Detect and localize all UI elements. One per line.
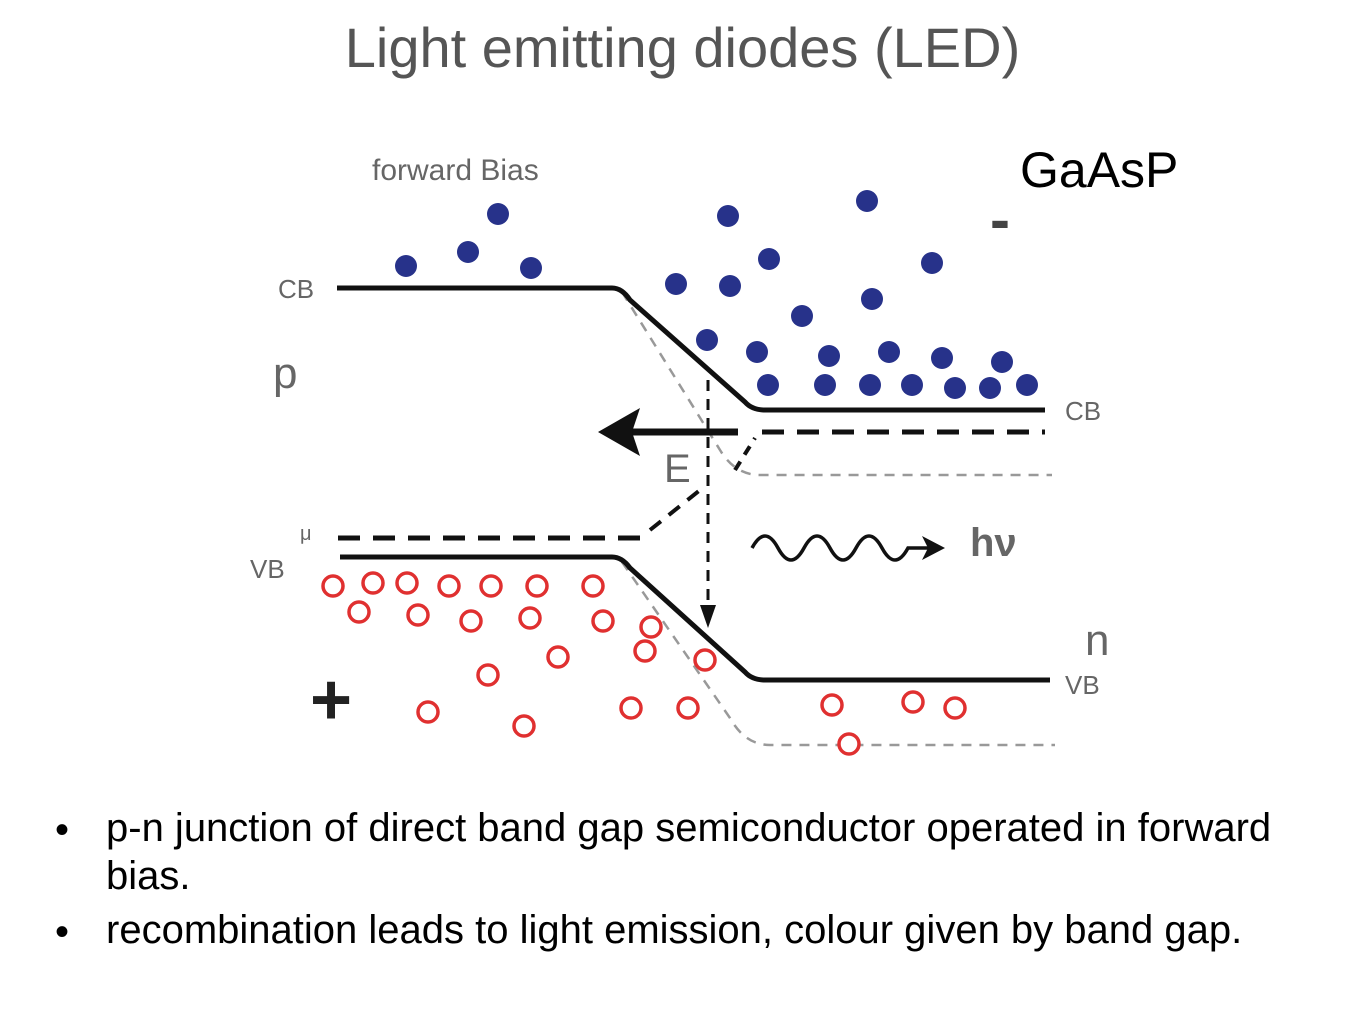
hole-circle bbox=[459, 609, 483, 633]
plus-sign: + bbox=[310, 660, 352, 740]
hole-circle bbox=[639, 615, 663, 639]
hole-circle bbox=[518, 606, 542, 630]
recombination-arrow bbox=[700, 380, 716, 628]
electron-dot bbox=[457, 241, 479, 263]
slide-title: Light emitting diodes (LED) bbox=[344, 16, 1021, 79]
electron-dot bbox=[921, 252, 943, 274]
quasi-fermi-levels bbox=[338, 429, 1045, 541]
electron-dot bbox=[717, 205, 739, 227]
hole-circle bbox=[476, 663, 500, 687]
hole-circle bbox=[395, 571, 419, 595]
bullet-dot: • bbox=[55, 808, 70, 852]
vb-right-label: VB bbox=[1065, 670, 1100, 700]
field-arrow bbox=[598, 408, 738, 456]
hole-circle bbox=[676, 696, 700, 720]
hole-circle bbox=[693, 648, 717, 672]
hole-circle bbox=[437, 574, 461, 598]
hole-circle bbox=[512, 714, 536, 738]
electron-dot bbox=[791, 305, 813, 327]
electron-dot bbox=[979, 377, 1001, 399]
bullet-dot: • bbox=[55, 910, 70, 954]
hole-circle bbox=[943, 696, 967, 720]
cb-right-label: CB bbox=[1065, 396, 1101, 426]
hole-circle bbox=[837, 732, 861, 756]
hole-circle bbox=[347, 600, 371, 624]
hole-circle bbox=[820, 693, 844, 717]
hole-circle bbox=[525, 574, 549, 598]
conduction-band-line bbox=[337, 285, 1045, 413]
bullet-item: • p-n junction of direct band gap semicon… bbox=[55, 804, 1345, 900]
electrons bbox=[395, 190, 1038, 399]
p-region-label: p bbox=[273, 349, 297, 398]
hole-circle bbox=[581, 574, 605, 598]
hole-circle bbox=[619, 696, 643, 720]
hole-circle bbox=[546, 645, 570, 669]
electron-dot bbox=[758, 248, 780, 270]
electron-dot bbox=[818, 345, 840, 367]
holes bbox=[321, 571, 967, 756]
equilibrium-guides bbox=[620, 291, 1055, 747]
electron-dot bbox=[814, 374, 836, 396]
bullet-text: recombination leads to light emission, c… bbox=[106, 908, 1243, 952]
electron-dot bbox=[861, 288, 883, 310]
cb-left-label: CB bbox=[278, 274, 314, 304]
forward-bias-label: forward Bias bbox=[372, 154, 539, 187]
electron-dot bbox=[856, 190, 878, 212]
electron-dot bbox=[878, 341, 900, 363]
fermi-link-dash bbox=[648, 488, 702, 532]
electron-dot bbox=[719, 275, 741, 297]
material-label: GaAsP bbox=[1020, 142, 1179, 198]
hole-circle bbox=[591, 609, 615, 633]
electron-dot bbox=[1016, 374, 1038, 396]
electron-dot bbox=[757, 374, 779, 396]
cb-equilibrium-guide bbox=[620, 291, 1052, 477]
electron-dot bbox=[991, 351, 1013, 373]
hole-circle bbox=[633, 639, 657, 663]
electron-dot bbox=[901, 374, 923, 396]
electron-dot bbox=[487, 203, 509, 225]
vb-equilibrium-guide bbox=[620, 561, 1055, 747]
electron-dot bbox=[520, 257, 542, 279]
minus-sign: - bbox=[990, 186, 1010, 253]
hole-circle bbox=[406, 603, 430, 627]
valence-band-line bbox=[340, 554, 1050, 683]
mu-label: μ bbox=[300, 523, 312, 545]
field-e-label: E bbox=[664, 447, 691, 491]
photon-arrow bbox=[750, 534, 945, 562]
electron-dot bbox=[746, 341, 768, 363]
hole-circle bbox=[321, 574, 345, 598]
bullet-list: • p-n junction of direct band gap semicon… bbox=[55, 804, 1345, 960]
bullet-text: p-n junction of direct band gap semicond… bbox=[106, 806, 1272, 898]
hole-circle bbox=[901, 690, 925, 714]
electron-dot bbox=[665, 273, 687, 295]
fermi-link-dash-upper bbox=[733, 436, 757, 472]
electron-dot bbox=[859, 374, 881, 396]
electron-dot bbox=[696, 329, 718, 351]
band-edges bbox=[337, 285, 1050, 683]
photon-energy-label: hν bbox=[970, 521, 1017, 565]
electron-dot bbox=[395, 255, 417, 277]
electron-dot bbox=[944, 377, 966, 399]
vb-left-label: VB bbox=[250, 554, 285, 584]
bullet-item: • recombination leads to light emission, … bbox=[55, 906, 1345, 954]
electron-dot bbox=[931, 347, 953, 369]
hole-circle bbox=[416, 700, 440, 724]
hole-circle bbox=[361, 571, 385, 595]
hole-circle bbox=[479, 574, 503, 598]
n-region-label: n bbox=[1085, 616, 1109, 665]
